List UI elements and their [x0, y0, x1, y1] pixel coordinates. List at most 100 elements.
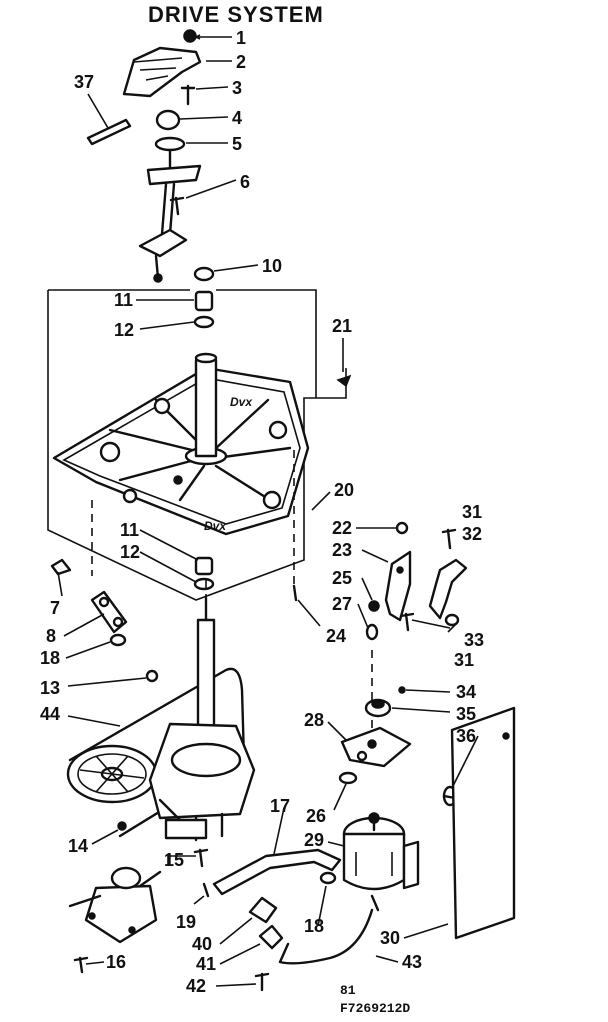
washer-26	[338, 771, 358, 785]
callout-6: 6	[240, 172, 250, 192]
callout-10: 10	[262, 256, 282, 276]
callout-28: 28	[304, 710, 324, 730]
callout-20: 20	[334, 480, 354, 500]
callout-26: 26	[306, 806, 326, 826]
callout-18: 18	[40, 648, 60, 668]
nut-18	[109, 633, 127, 647]
panel-30	[450, 706, 516, 940]
footer-code-1: 81	[340, 983, 356, 998]
callout-15: 15	[164, 850, 184, 870]
gear-case	[148, 722, 256, 842]
nut-13	[145, 669, 159, 683]
leader-lines	[57, 34, 479, 987]
callout-30: 30	[380, 928, 400, 948]
clip-21	[336, 374, 352, 388]
callout-40: 40	[192, 934, 212, 954]
callout-23: 23	[332, 540, 352, 560]
center-post	[184, 352, 228, 466]
callout-22: 22	[332, 518, 352, 538]
nut-34	[398, 686, 406, 694]
callout-11: 11	[114, 290, 133, 310]
callout-8: 8	[46, 626, 56, 646]
callout-29: 29	[304, 830, 324, 850]
callout-5: 5	[232, 134, 242, 154]
callout-11-lower: 11	[120, 520, 139, 540]
washer-12	[193, 315, 215, 329]
coupling-41	[258, 924, 284, 950]
diagram-title: DRIVE SYSTEM	[148, 2, 324, 27]
screw-31-upper	[441, 528, 457, 550]
footer-code-2: F7269212D	[340, 1001, 410, 1016]
callout-17: 17	[270, 796, 290, 816]
callout-24: 24	[326, 626, 346, 646]
callout-numbers: 1 2 3 4 5 6 37 10 11 12 21 20 11 12 22 2…	[40, 28, 484, 996]
callout-44: 44	[40, 704, 60, 724]
callout-2: 2	[236, 52, 246, 72]
nut-10	[193, 266, 215, 282]
bushing-11	[194, 290, 214, 312]
callout-36: 36	[456, 726, 476, 746]
callout-42: 42	[186, 976, 206, 996]
washer-12-lower	[193, 577, 215, 591]
pulley	[66, 744, 158, 804]
emboss-label: Dvx	[204, 519, 227, 533]
callout-14: 14	[68, 836, 88, 856]
screw-42	[254, 972, 270, 992]
callout-35: 35	[456, 704, 476, 724]
screw-31-lower	[399, 612, 415, 632]
callout-32: 32	[462, 524, 482, 544]
callout-21: 21	[332, 316, 352, 336]
bushing-11-lower	[194, 556, 214, 576]
screw-24	[292, 584, 298, 602]
screw-3	[180, 84, 196, 106]
hose-17	[212, 848, 342, 896]
callout-31-top: 31	[462, 502, 482, 522]
pin-37	[86, 118, 132, 146]
callout-1: 1	[236, 28, 246, 48]
bolt-15	[193, 848, 209, 868]
emboss-label: Dvx	[230, 395, 253, 409]
arm-32	[428, 558, 468, 620]
spacer-27	[365, 623, 379, 641]
nut-33	[444, 613, 460, 627]
cord-43	[278, 908, 374, 965]
bracket-8	[90, 590, 128, 634]
screw-6	[169, 196, 185, 216]
transmission-shaft	[196, 596, 216, 742]
callout-4: 4	[232, 108, 242, 128]
callout-43: 43	[402, 952, 422, 972]
callout-19: 19	[176, 912, 196, 932]
panel-screw	[502, 732, 510, 740]
clip-7	[50, 558, 72, 576]
motor-29	[342, 812, 420, 912]
callout-16: 16	[106, 952, 126, 972]
nut-18-motor	[319, 871, 337, 885]
callout-18-motor: 18	[304, 916, 324, 936]
cover-bracket	[122, 46, 202, 98]
assembly-bracket-line	[47, 289, 347, 601]
nut-25	[368, 600, 380, 612]
switch-plate-28	[340, 726, 412, 768]
callout-41: 41	[196, 954, 216, 974]
callout-31-bottom: 31	[454, 650, 474, 670]
screw-19	[202, 882, 210, 898]
screw-16	[73, 956, 89, 974]
nut-22	[395, 521, 409, 535]
cap-nut	[183, 29, 197, 43]
callout-7: 7	[50, 598, 60, 618]
callout-33: 33	[464, 630, 484, 650]
callout-13: 13	[40, 678, 60, 698]
callout-27: 27	[332, 594, 352, 614]
callout-25: 25	[332, 568, 352, 588]
pump-16	[68, 866, 162, 944]
callout-12: 12	[114, 320, 134, 340]
base-plate: Dvx Dvx	[52, 366, 310, 536]
callout-37: 37	[74, 72, 94, 92]
callout-34: 34	[456, 682, 476, 702]
drive-belt-44	[68, 667, 246, 838]
callout-12-lower: 12	[120, 542, 140, 562]
seal-ring	[155, 109, 181, 131]
cam-35	[364, 698, 392, 718]
callout-3: 3	[232, 78, 242, 98]
